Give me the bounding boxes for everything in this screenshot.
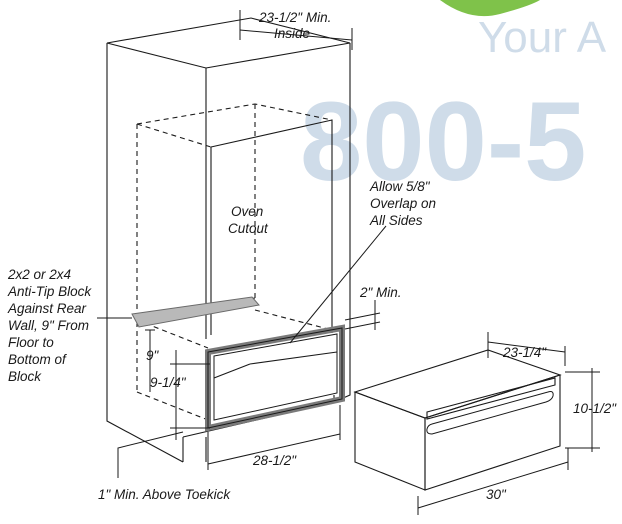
watermark: Your A 800-5 (300, 0, 607, 204)
label-anti-tip-3: Against Rear (7, 301, 87, 316)
dim-two-min (344, 300, 381, 330)
drawer-frame (205, 324, 345, 432)
label-overlap-3: All Sides (369, 213, 423, 228)
drawer-handle (426, 391, 554, 435)
label-two-min: 2" Min. (359, 285, 402, 300)
label-oven-cutout-1: Oven (231, 204, 263, 219)
label-nine: 9" (146, 348, 160, 363)
dim-cutout-width (207, 405, 341, 470)
label-oven-cutout-2: Cutout (228, 221, 269, 236)
label-anti-tip-5: Floor to (8, 335, 54, 350)
label-overlap-2: Overlap on (370, 196, 436, 211)
label-anti-tip-1: 2x2 or 2x4 (7, 267, 71, 282)
label-anti-tip-6: Bottom of (8, 352, 67, 367)
warming-drawer (353, 349, 562, 491)
overlap-leader (289, 225, 387, 344)
label-cutout-width: 28-1/2" (252, 453, 297, 468)
label-inside-width-1: 23-1/2" Min. (258, 10, 331, 25)
watermark-line2: 800-5 (300, 79, 586, 204)
dim-drawer (417, 332, 600, 515)
label-toekick: 1" Min. Above Toekick (98, 487, 231, 502)
label-inside-width-2: Inside (274, 26, 310, 41)
label-drawer-width: 30" (486, 487, 507, 502)
watermark-leaf-icon (440, 0, 540, 17)
anti-tip-block (131, 296, 260, 328)
label-anti-tip-4: Wall, 9" From (8, 318, 89, 333)
toekick-leader (117, 431, 184, 478)
watermark-line1: Your A (478, 13, 607, 62)
label-anti-tip-7: Block (8, 369, 42, 384)
label-nine-quarter: 9-1/4" (150, 375, 187, 390)
label-overlap-1: Allow 5/8" (369, 179, 431, 194)
label-anti-tip-2: Anti-Tip Block (7, 284, 92, 299)
label-drawer-height: 10-1/2" (573, 401, 617, 416)
dim-inside-width (239, 10, 353, 50)
dim-vertical-left (145, 329, 210, 440)
label-drawer-depth: 23-1/4" (502, 345, 547, 360)
